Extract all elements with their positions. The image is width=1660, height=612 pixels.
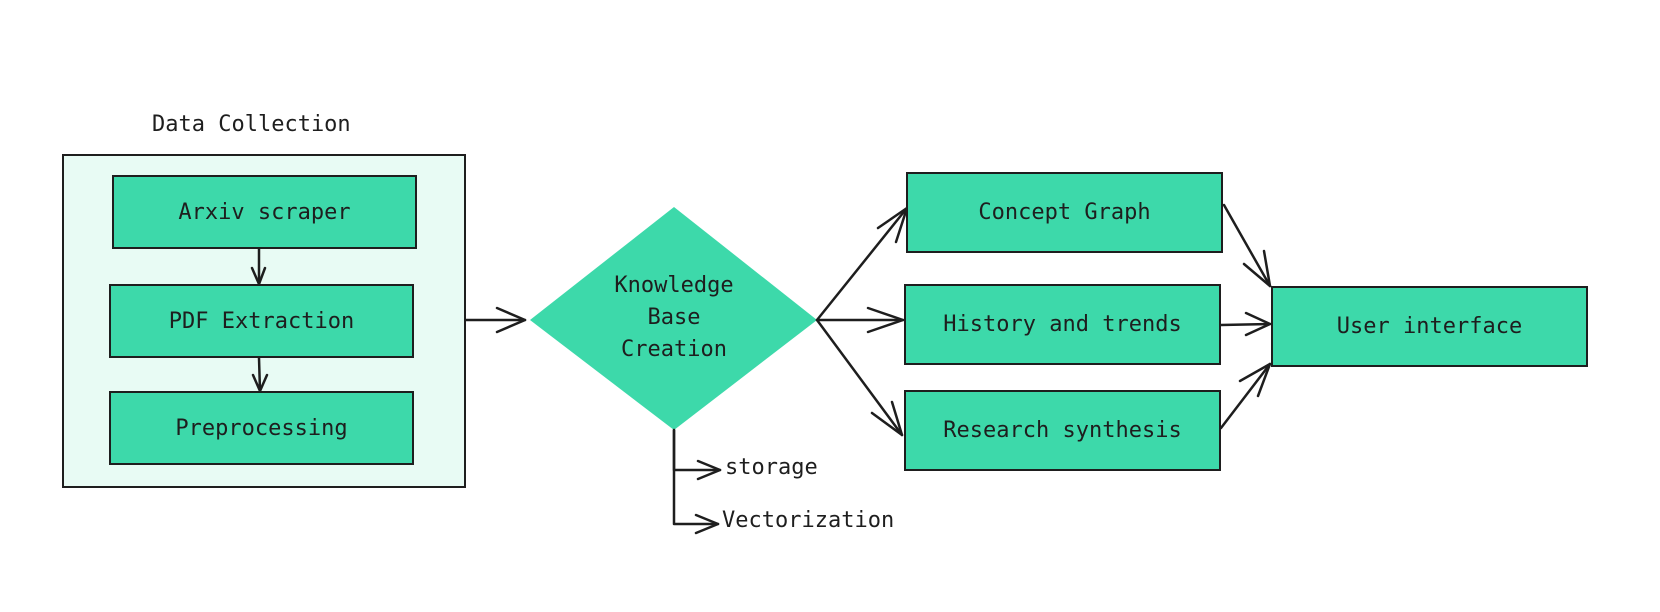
data-collection-title: Data Collection <box>152 112 351 137</box>
history-and-trends-node: History and trends <box>904 284 1221 365</box>
edge-kb-to-research <box>815 318 904 437</box>
preprocessing-node: Preprocessing <box>109 391 414 465</box>
edge-kb-to-vectorization <box>672 428 720 535</box>
knowledge-base-label: Knowledge Base Creation <box>574 270 774 366</box>
edge-group-to-knowledge-base <box>464 306 527 334</box>
edge-research-to-ui <box>1219 362 1272 430</box>
edge-kb-to-history <box>815 306 905 334</box>
edge-kb-to-storage <box>672 428 722 481</box>
edge-pdf-to-preprocessing <box>251 356 269 393</box>
arxiv-scraper-node: Arxiv scraper <box>112 175 417 249</box>
knowledge-base-label-line: Base <box>647 305 701 330</box>
edge-concept-to-ui <box>1222 203 1272 288</box>
user-interface-node: User interface <box>1271 286 1588 367</box>
edge-arxiv-to-pdf <box>250 247 267 286</box>
edge-kb-to-concept-graph <box>815 206 909 322</box>
pdf-extraction-node: PDF Extraction <box>109 284 414 358</box>
knowledge-base-diamond <box>530 207 817 430</box>
vectorization-label: Vectorization <box>722 508 895 533</box>
research-synthesis-node: Research synthesis <box>904 390 1221 471</box>
knowledge-base-label-line: Creation <box>621 337 727 362</box>
concept-graph-node: Concept Graph <box>906 172 1223 253</box>
edge-history-to-ui <box>1219 311 1272 337</box>
knowledge-base-label-line: Knowledge <box>614 273 734 298</box>
storage-label: storage <box>725 455 818 480</box>
